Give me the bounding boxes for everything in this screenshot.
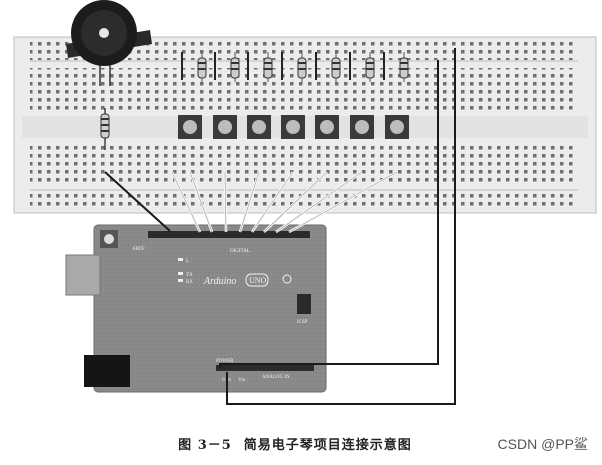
led-tx-label: TX bbox=[186, 273, 193, 278]
analog-in-label: ANALOG IN bbox=[262, 375, 290, 380]
terminal-rows-lower bbox=[30, 142, 578, 186]
led-l-label: L bbox=[186, 259, 189, 264]
icsp-header bbox=[297, 294, 311, 314]
board-brand: Arduino bbox=[203, 276, 236, 287]
csdn-watermark: CSDN @PP鲨 bbox=[497, 436, 588, 452]
power-rail-bottom bbox=[30, 194, 578, 210]
power-label: POWER bbox=[216, 359, 234, 364]
dc-power-jack bbox=[84, 355, 130, 387]
push-button-3 bbox=[247, 115, 271, 139]
wire-gnd bbox=[226, 48, 456, 405]
push-button-7 bbox=[385, 115, 409, 139]
jumper-wires bbox=[104, 48, 456, 405]
buzzer-resistor bbox=[100, 108, 110, 150]
buzzer bbox=[66, 0, 152, 86]
resistor-7 bbox=[383, 52, 409, 82]
digital-label: DIGITAL bbox=[230, 249, 250, 254]
resistor-5 bbox=[315, 52, 341, 82]
led-rx-label: RX bbox=[186, 280, 193, 285]
wire-5v bbox=[219, 60, 439, 368]
power-analog-header bbox=[216, 365, 314, 371]
resistor-3 bbox=[247, 52, 273, 82]
power-rail-top bbox=[30, 42, 578, 60]
pull-down-resistors bbox=[181, 52, 409, 82]
wire-buzzer-signal bbox=[104, 171, 171, 232]
arduino-logo: Arduino UNO bbox=[203, 273, 292, 287]
digital-header bbox=[148, 231, 310, 238]
push-button-1 bbox=[178, 115, 202, 139]
icsp-label: ICSP bbox=[297, 320, 308, 325]
resistor-1 bbox=[181, 52, 207, 82]
push-button-6 bbox=[350, 115, 374, 139]
resistor-2 bbox=[214, 52, 240, 82]
vin-label: Vin bbox=[238, 378, 246, 383]
figure-number: 图 3－5 bbox=[178, 438, 232, 453]
push-button-4 bbox=[281, 115, 305, 139]
resistor-6 bbox=[349, 52, 375, 82]
aref-label: AREF bbox=[132, 247, 145, 252]
arduino-uno-board: AREF DIGITAL L TX RX Arduino UNO ICSP PO… bbox=[65, 224, 327, 393]
usb-connector bbox=[65, 254, 101, 296]
figure-title: 简易电子琴项目连接示意图 bbox=[243, 438, 412, 453]
figure-caption: 图 3－5 简易电子琴项目连接示意图 bbox=[0, 434, 602, 453]
push-buttons bbox=[178, 115, 409, 139]
push-button-2 bbox=[213, 115, 237, 139]
push-button-5 bbox=[315, 115, 339, 139]
resistor-4 bbox=[281, 52, 307, 82]
board-model: UNO bbox=[249, 276, 267, 285]
